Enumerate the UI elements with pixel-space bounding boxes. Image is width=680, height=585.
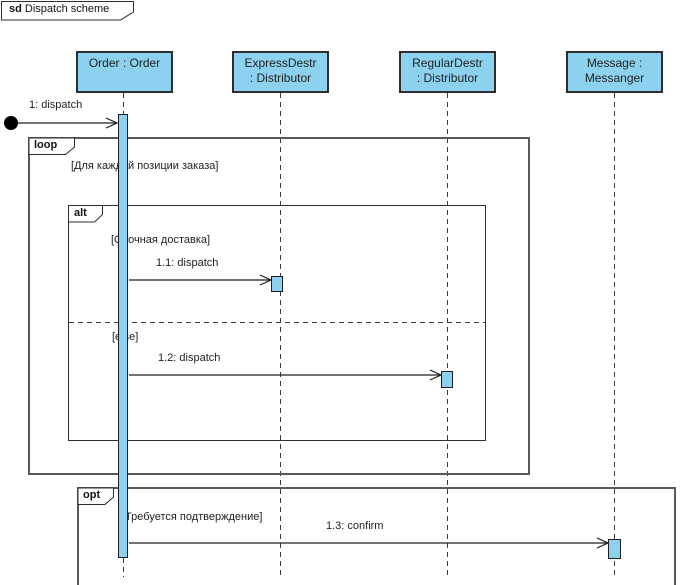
lifeline-order-lower[interactable] xyxy=(123,558,124,577)
message-1-2-label[interactable]: 1.2: dispatch xyxy=(158,352,221,364)
message-1-2-dispatch-arrow[interactable] xyxy=(129,369,443,381)
lifeline-head-order[interactable]: Order : Order xyxy=(76,51,173,93)
message-1-1-label[interactable]: 1.1: dispatch xyxy=(156,257,219,269)
lifeline-head-message-line2: Messanger xyxy=(584,71,645,85)
opt-operator-tab[interactable]: opt xyxy=(77,487,115,506)
loop-guard: [Для каждой позиции заказа] xyxy=(71,160,219,172)
lifeline-head-message-line1: Message : xyxy=(586,56,643,70)
activation-expressdestr[interactable] xyxy=(271,276,283,292)
lifeline-head-regulardestr-line1: RegularDestr xyxy=(412,56,483,70)
lifeline-head-regulardestr-line2: : Distributor xyxy=(416,71,479,85)
lifeline-head-regulardestr[interactable]: RegularDestr : Distributor xyxy=(399,51,496,93)
activation-regulardestr[interactable] xyxy=(441,371,453,388)
loop-fragment-frame[interactable] xyxy=(28,137,530,475)
opt-guard: [Требуется подтверждение] xyxy=(122,511,263,523)
found-message-circle-icon[interactable] xyxy=(4,116,18,130)
lifeline-expressdestr[interactable] xyxy=(280,93,281,577)
lifeline-regulardestr[interactable] xyxy=(447,93,448,577)
diagram-title-tab[interactable]: sd Dispatch scheme xyxy=(1,1,135,21)
activation-message[interactable] xyxy=(608,539,621,559)
message-1-label[interactable]: 1: dispatch xyxy=(29,99,83,111)
alt-operator-label: alt xyxy=(74,207,87,219)
lifeline-order-upper[interactable] xyxy=(123,93,124,115)
message-1-dispatch-arrow[interactable] xyxy=(18,117,119,129)
alt-operator-tab[interactable]: alt xyxy=(68,205,104,223)
lifeline-head-expressdestr-line2: : Distributor xyxy=(249,71,312,85)
pentagon-shape-icon xyxy=(68,205,103,223)
open-arrowhead-icon xyxy=(105,117,119,129)
message-1-3-confirm-arrow[interactable] xyxy=(129,537,610,549)
message-1-1-dispatch-arrow[interactable] xyxy=(129,274,273,286)
alt-guard-if: [Срочная доставка] xyxy=(111,234,211,246)
message-1-3-label[interactable]: 1.3: confirm xyxy=(326,520,384,532)
opt-operator-label: opt xyxy=(83,489,101,501)
lifeline-head-message[interactable]: Message : Messanger xyxy=(566,51,663,93)
lifeline-head-order-line1: Order : Order xyxy=(88,56,161,70)
loop-operator-label: loop xyxy=(34,139,58,151)
pentagon-shape-icon xyxy=(77,487,114,505)
opt-fragment-frame[interactable] xyxy=(77,487,676,585)
pentagon-shape-icon xyxy=(28,137,75,155)
alt-fragment-frame[interactable] xyxy=(68,205,486,441)
alt-else-separator xyxy=(69,322,486,323)
loop-operator-tab[interactable]: loop xyxy=(28,137,76,156)
lifeline-head-expressdestr-line1: ExpressDestr xyxy=(244,56,317,70)
activation-order[interactable] xyxy=(118,114,128,558)
pentagon-shape-icon xyxy=(1,1,134,21)
diagram-name: Dispatch scheme xyxy=(21,3,110,15)
lifeline-message[interactable] xyxy=(614,93,615,577)
lifeline-head-expressdestr[interactable]: ExpressDestr : Distributor xyxy=(232,51,329,93)
diagram-title: sd Dispatch scheme xyxy=(1,1,135,15)
sd-keyword: sd xyxy=(9,3,22,15)
